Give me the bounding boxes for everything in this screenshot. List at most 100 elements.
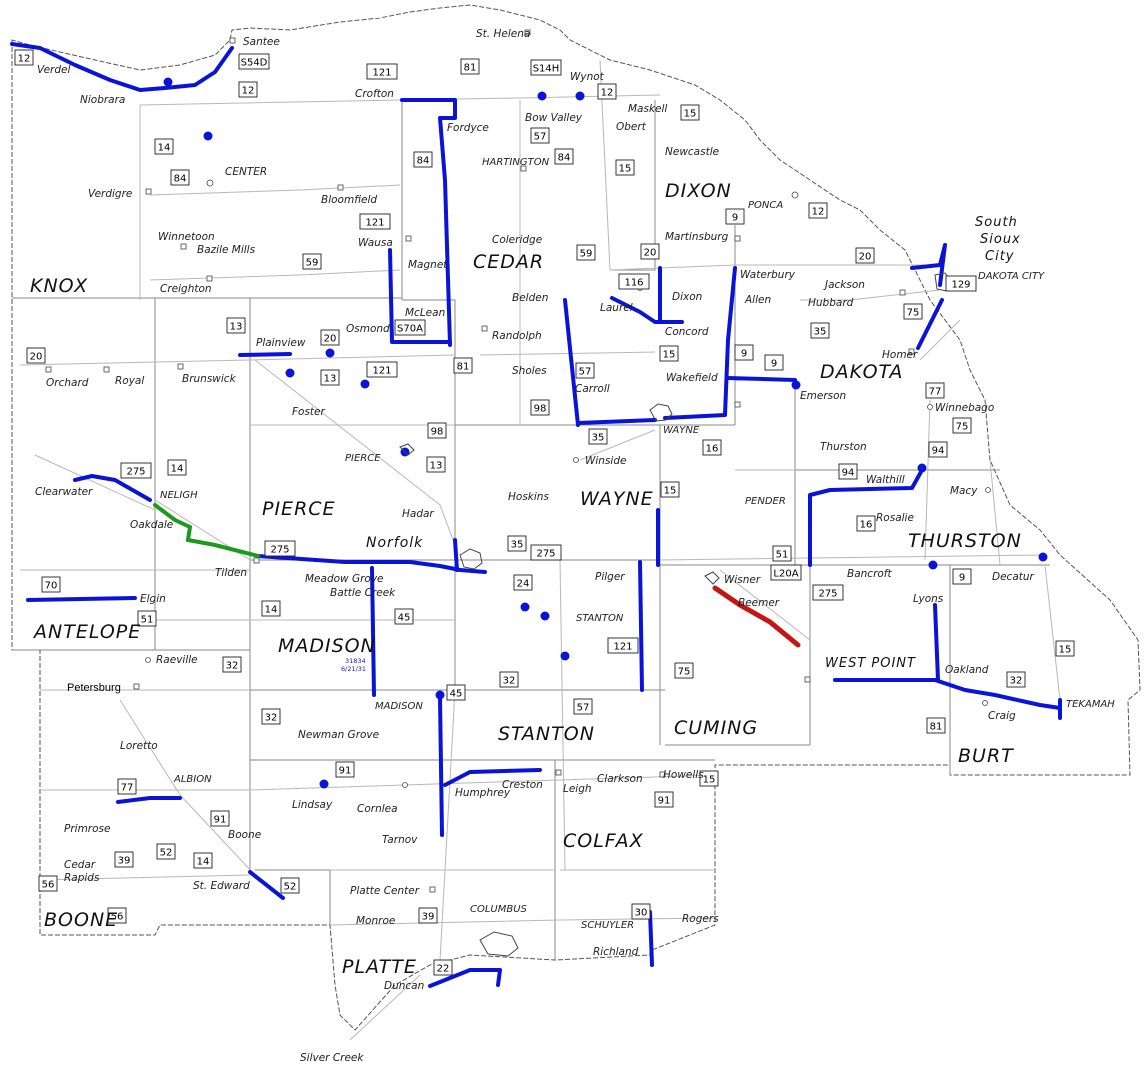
- town-label: Clarkson: [597, 773, 643, 785]
- town-label: HARTINGTON: [482, 157, 550, 168]
- route-shield: 12: [597, 83, 617, 100]
- route-shield-label: 57: [577, 703, 590, 714]
- route-shield-box: [926, 717, 946, 734]
- route-shield: 94: [928, 441, 948, 458]
- route-shield-box: [607, 637, 639, 654]
- route-shield: 91: [335, 761, 355, 778]
- route-shield: 39: [418, 907, 438, 924]
- route-shield-label: 12: [812, 207, 825, 218]
- route-shield: 275: [120, 462, 152, 479]
- town-label: Rogers: [682, 913, 719, 925]
- route-shield: 9: [764, 354, 784, 371]
- town-label-city: City: [985, 249, 1014, 264]
- project-madison-humphrey: [438, 696, 444, 837]
- route-shield-label: 75: [907, 308, 920, 319]
- route-shield-label: 91: [658, 796, 671, 807]
- route-shield: 13: [426, 456, 446, 473]
- route-shield-box: [640, 243, 660, 260]
- town-label: Winnebago: [935, 402, 994, 414]
- route-shield-label: 15: [664, 486, 677, 497]
- route-shield-label: 51: [776, 550, 789, 561]
- route-shield: 12: [14, 49, 34, 66]
- route-shield: 20: [320, 329, 340, 346]
- county-label-pierce: PIERCE: [262, 498, 336, 520]
- route-shield: 24: [513, 574, 533, 591]
- route-shield-label: 12: [601, 88, 614, 99]
- route-shield-label: 20: [30, 352, 43, 363]
- route-shield-label: 14: [197, 857, 210, 868]
- town-label: Duncan: [384, 980, 424, 992]
- route-shield: 56: [107, 907, 127, 924]
- route-shield: 12: [808, 202, 828, 219]
- route-shield-label: 84: [558, 153, 571, 164]
- county-label-boone: BOONE: [44, 909, 118, 931]
- route-shield-label: 81: [930, 722, 943, 733]
- route-shield-label: 75: [956, 422, 969, 433]
- route-shield-label: 9: [741, 349, 747, 360]
- route-shield-label: 39: [422, 912, 435, 923]
- route-shield: 75: [952, 417, 972, 434]
- town-label: Silver Creek: [300, 1052, 364, 1064]
- town-label: Dixon: [672, 291, 702, 303]
- route-shield-box: [702, 439, 722, 456]
- town-label: Loretto: [120, 740, 158, 752]
- route-shield-label: 91: [339, 766, 352, 777]
- route-shield: 81: [460, 58, 480, 75]
- route-shield-label: 81: [457, 362, 470, 373]
- county-label-antelope: ANTELOPE: [32, 621, 141, 643]
- town-label: MADISON: [375, 701, 423, 712]
- town-label: St. Helena: [476, 28, 530, 40]
- route-shield-box: [394, 319, 426, 336]
- route-shield-box: [597, 83, 617, 100]
- project-norfolk-vertical: [453, 538, 459, 572]
- route-shield-label: 15: [1059, 645, 1072, 656]
- route-shield-box: [588, 428, 608, 445]
- route-shield-label: 59: [580, 249, 593, 260]
- town-label: Carroll: [575, 383, 610, 395]
- project-pender: [808, 468, 924, 567]
- route-shield: 75: [674, 662, 694, 679]
- route-shield-box: [499, 671, 519, 688]
- town-label: Martinsburg: [665, 231, 729, 243]
- project-date-note: 6/21/31: [341, 665, 366, 673]
- route-shield-label: 52: [284, 882, 297, 893]
- route-shield-label: 94: [842, 468, 855, 479]
- project-red: [712, 585, 801, 648]
- town-label: Bazile Mills: [197, 244, 256, 256]
- route-shield: 14: [167, 459, 187, 476]
- route-shield-label: S54D: [241, 58, 268, 69]
- town-label: Maskell: [628, 103, 667, 115]
- project-plainview: [238, 352, 292, 357]
- route-shield-box: [507, 535, 527, 552]
- project-lyons: [933, 603, 940, 682]
- town-label: COLUMBUS: [470, 904, 528, 915]
- route-shield-label: 275: [818, 589, 837, 600]
- project-st-edward: [248, 870, 285, 900]
- town-label: Thurston: [820, 441, 867, 453]
- county-label-madison: MADISON: [278, 635, 376, 657]
- route-shield-box: [1055, 640, 1075, 657]
- route-shield-label: 52: [160, 848, 173, 859]
- route-shield: 39: [114, 851, 134, 868]
- route-shield-box: [615, 159, 635, 176]
- route-shield-label: 94: [932, 446, 945, 457]
- projects-blue: [10, 42, 1062, 988]
- town-label: Tarnov: [382, 834, 418, 846]
- route-shield-label: 12: [18, 54, 31, 65]
- route-shield-label: 32: [1010, 676, 1023, 687]
- route-shield: 35: [507, 535, 527, 552]
- route-shield: 59: [302, 253, 322, 270]
- town-label: Fordyce: [447, 122, 489, 134]
- county-label-cedar: CEDAR: [473, 251, 544, 273]
- route-shield: 91: [654, 791, 674, 808]
- route-shield-box: [903, 303, 923, 320]
- route-shield-box: [945, 275, 977, 292]
- route-shield-box: [772, 545, 792, 562]
- county-label-burt: BURT: [958, 745, 1014, 767]
- town-label: Wisner: [724, 574, 761, 586]
- county-label-wayne: WAYNE: [580, 488, 654, 510]
- project-clearwater: [73, 474, 152, 502]
- route-shield-box: [170, 169, 190, 186]
- town-labels: Santee Verdel Niobrara St. Helena Wynot …: [35, 28, 1115, 1064]
- route-shield-box: [856, 515, 876, 532]
